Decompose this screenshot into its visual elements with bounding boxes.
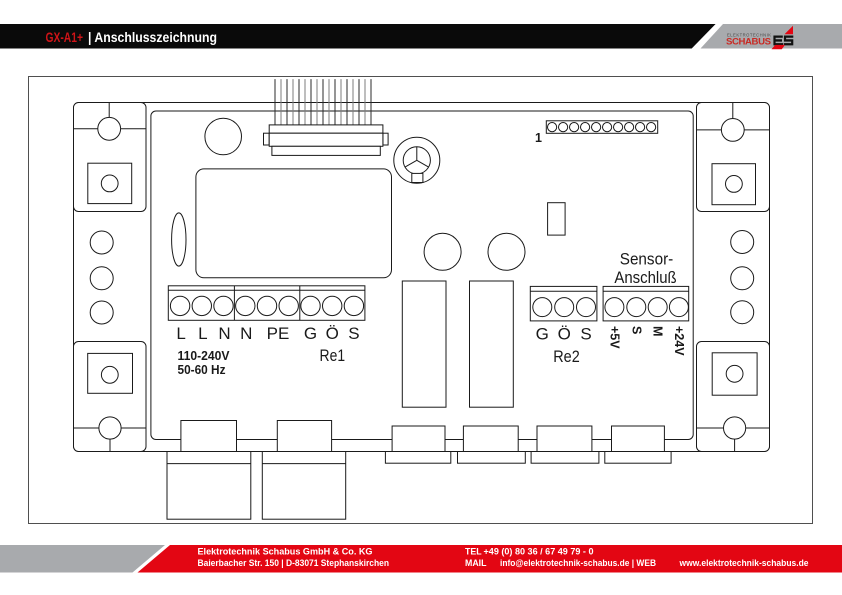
svg-text:| Anschlusszeichnung: | Anschlusszeichnung	[88, 29, 217, 45]
svg-text:Ö: Ö	[326, 324, 339, 343]
svg-text:ELEKTROTECHNIK: ELEKTROTECHNIK	[727, 33, 771, 38]
svg-text:TEL: TEL	[465, 546, 482, 556]
svg-text:+5V: +5V	[607, 326, 621, 349]
svg-text:GX-A1+: GX-A1+	[46, 29, 84, 45]
svg-text:L: L	[176, 324, 185, 343]
svg-text:Baierbacher Str. 150 | D-83071: Baierbacher Str. 150 | D-83071 Stephansk…	[198, 558, 390, 568]
svg-text:MAIL: MAIL	[465, 558, 487, 568]
svg-text:50-60 Hz: 50-60 Hz	[178, 363, 226, 377]
svg-text:M: M	[651, 326, 665, 336]
svg-text:Elektrotechnik Schabus GmbH &: Elektrotechnik Schabus GmbH & Co. KG	[198, 546, 373, 556]
svg-text:S: S	[629, 326, 643, 334]
svg-text:Re1: Re1	[320, 346, 346, 365]
svg-text:S: S	[348, 324, 359, 343]
svg-text:www.elektrotechnik-schabus.de: www.elektrotechnik-schabus.de	[679, 558, 809, 568]
svg-text:Re2: Re2	[553, 347, 580, 366]
svg-text:+24V: +24V	[672, 326, 686, 356]
svg-text:Sensor-: Sensor-	[620, 250, 674, 268]
svg-text:N: N	[218, 324, 230, 343]
svg-text:Anschluß: Anschluß	[614, 269, 676, 287]
svg-text:info@elektrotechnik-schabus.de: info@elektrotechnik-schabus.de | WEB	[500, 558, 656, 568]
svg-text:N: N	[240, 324, 252, 343]
svg-text:S: S	[580, 324, 591, 343]
svg-text:Ö: Ö	[558, 324, 571, 343]
svg-text:PE: PE	[267, 324, 290, 343]
svg-text:L: L	[198, 324, 207, 343]
svg-text:110-240V: 110-240V	[178, 349, 231, 363]
svg-text:G: G	[304, 324, 317, 343]
svg-text:SCHABUS: SCHABUS	[726, 37, 772, 48]
svg-text:1: 1	[535, 131, 542, 145]
svg-text:+49 (0) 80 36 / 67 49 79 - 0: +49 (0) 80 36 / 67 49 79 - 0	[484, 546, 594, 556]
svg-text:G: G	[536, 324, 549, 343]
